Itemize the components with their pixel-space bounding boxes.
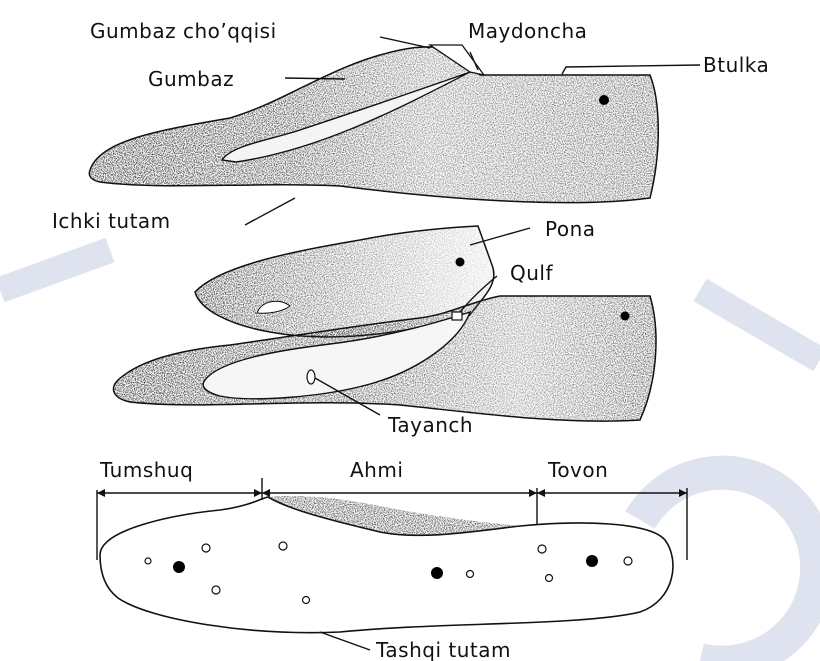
label-gumbaz-choqqisi: Gumbaz cho’qqisi [90, 19, 277, 43]
label-maydoncha: Maydoncha [468, 19, 587, 43]
label-gumbaz: Gumbaz [148, 67, 234, 91]
label-ahmi: Ahmi [350, 458, 403, 482]
label-btulka: Btulka [703, 53, 769, 77]
label-qulf: Qulf [510, 261, 553, 285]
label-tovon: Tovon [547, 458, 608, 482]
sole-outline-drawing [97, 478, 687, 633]
split-last-drawing [114, 226, 656, 421]
label-tashqi-tutam: Tashqi tutam [375, 638, 511, 661]
btulka-hole [599, 95, 609, 105]
label-ichki-tutam: Ichki tutam [52, 209, 171, 233]
label-tayanch: Tayanch [387, 413, 473, 437]
label-pona: Pona [545, 217, 596, 241]
label-tumshuq: Tumshuq [99, 458, 193, 482]
